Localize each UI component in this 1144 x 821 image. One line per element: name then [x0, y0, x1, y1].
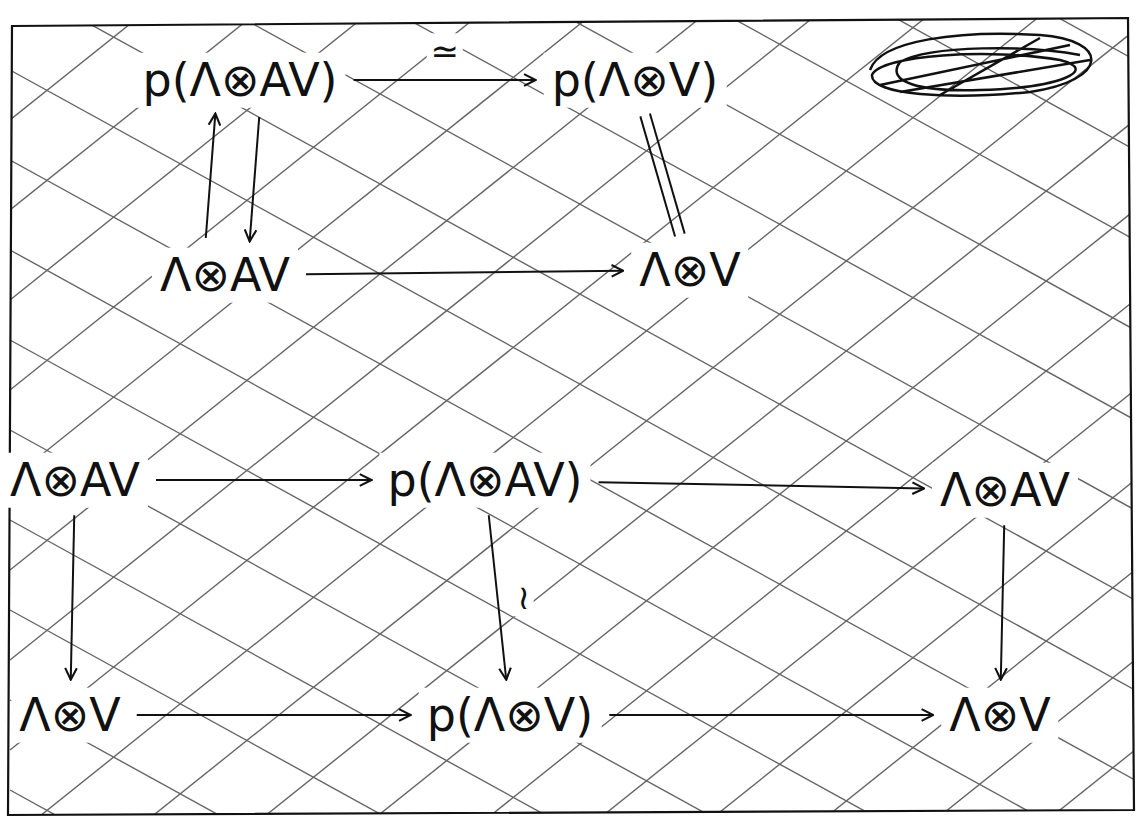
node-text: Λ⊗AV — [10, 453, 140, 507]
arrow-line — [354, 79, 536, 81]
node-text: p(Λ⊗V) — [552, 53, 719, 107]
math-object: p(Λ⊗V) — [544, 53, 727, 108]
node-text: Λ⊗AV — [940, 463, 1070, 517]
arrow-line — [489, 515, 506, 679]
node-text: Λ⊗V — [19, 688, 120, 742]
morphism-arrow — [599, 482, 924, 488]
node-text: p(Λ⊗V) — [427, 688, 594, 742]
morphism-arrow — [306, 271, 623, 274]
math-object: Λ⊗AV — [152, 248, 298, 303]
math-object: Λ⊗AV — [2, 453, 148, 508]
math-object: p(Λ⊗AV) — [379, 453, 590, 508]
morphism-arrow — [156, 480, 371, 481]
arrow-line — [71, 515, 74, 679]
arrow-label: ≀ — [513, 579, 534, 616]
morphism-arrow — [489, 515, 506, 679]
math-object: p(Λ⊗AV) — [134, 53, 345, 108]
morphism-arrow — [137, 715, 411, 716]
morphism-arrow — [354, 80, 536, 81]
morphism-arrow — [640, 114, 684, 237]
node-text: p(Λ⊗AV) — [142, 53, 337, 107]
arrow-line — [609, 714, 933, 716]
math-object: Λ⊗V — [941, 688, 1058, 743]
arrow-line — [250, 117, 260, 241]
arrow-line — [206, 114, 216, 238]
math-object: Λ⊗V — [631, 243, 748, 298]
arrow-label: ≃ — [426, 33, 463, 70]
arrow-line — [1001, 525, 1004, 679]
math-object: p(Λ⊗V) — [419, 688, 602, 743]
arrow-line — [599, 482, 924, 488]
math-object: Λ⊗AV — [932, 463, 1078, 518]
morphism-arrow — [206, 114, 216, 238]
morphism-arrow — [250, 117, 260, 241]
morphism-arrow — [609, 715, 933, 716]
morphism-arrow — [71, 515, 74, 679]
math-object: Λ⊗V — [11, 688, 128, 743]
node-text: Λ⊗V — [639, 243, 740, 297]
arrow-line — [640, 116, 675, 236]
arrow-line — [306, 271, 623, 274]
arrow-line — [156, 479, 371, 481]
morphism-arrow — [1001, 525, 1004, 679]
node-text: Λ⊗AV — [160, 248, 290, 302]
node-text: Λ⊗V — [949, 688, 1050, 742]
arrow-line — [137, 714, 411, 716]
node-text: p(Λ⊗AV) — [387, 453, 582, 507]
arrow-line — [650, 114, 685, 234]
